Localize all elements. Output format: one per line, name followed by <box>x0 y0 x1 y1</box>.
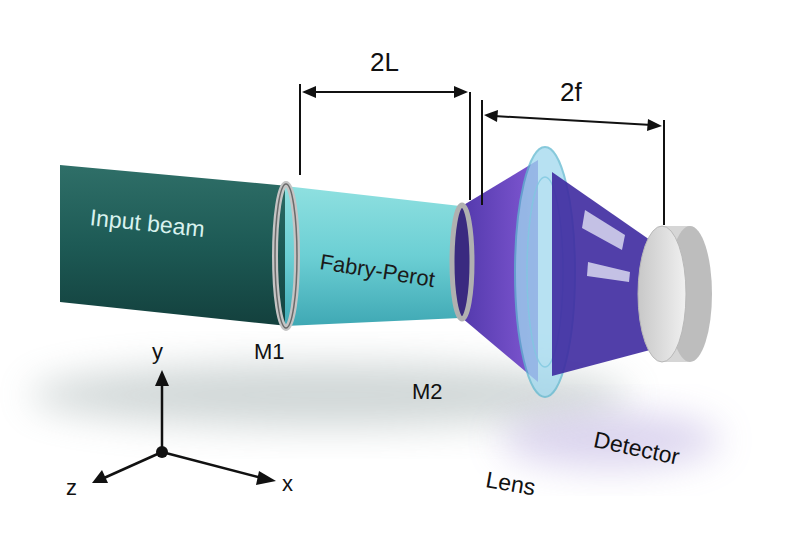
dimension-label: 2f <box>560 78 582 107</box>
cavity <box>285 186 460 326</box>
axis-label: y <box>152 340 163 364</box>
mirror-m2 <box>452 205 472 319</box>
part-label: Lens <box>484 468 538 502</box>
dimension-2f <box>482 100 664 225</box>
axes <box>92 370 276 485</box>
axis-label: z <box>66 476 77 500</box>
input-beam <box>60 165 288 326</box>
dimension-2L <box>300 84 470 200</box>
mirror-m1 <box>275 184 297 328</box>
fringe <box>582 210 625 250</box>
axis-label: x <box>282 472 293 496</box>
mirror-label: M1 <box>254 340 285 364</box>
mirror-m1-edge <box>275 184 297 328</box>
dimension-label: 2L <box>370 48 399 77</box>
fringe <box>587 262 630 282</box>
detector-face <box>638 226 686 362</box>
mirror-label: M2 <box>412 380 443 404</box>
focusing-light <box>552 172 650 376</box>
